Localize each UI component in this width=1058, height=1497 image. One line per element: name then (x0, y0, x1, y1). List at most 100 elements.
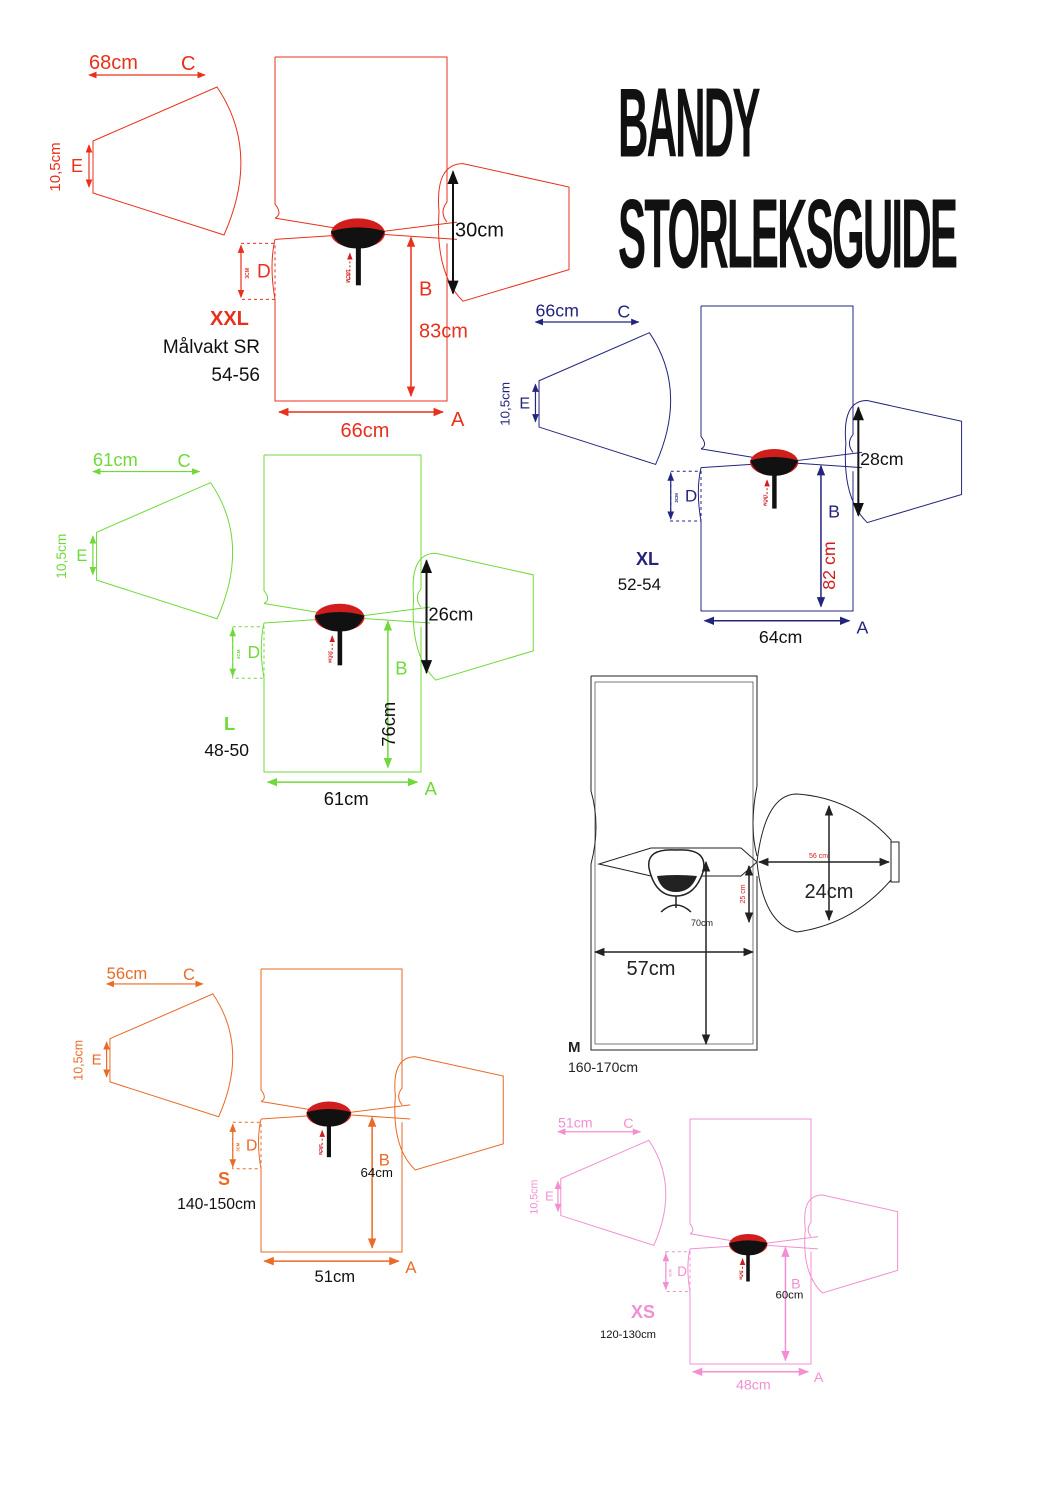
neck-slit-label: 18CM (763, 494, 768, 506)
length-b-value: 83cm (419, 320, 468, 342)
size-xl: 18CM 28cm E 10,5cm 66cm C D 3CM B 82 cm 64cm A XL 52-… (498, 301, 963, 647)
cuff-c-letter: C (183, 965, 195, 984)
cuff-c-value: 66cm (535, 301, 578, 321)
neck-slit (355, 247, 361, 286)
width-a-letter: A (451, 409, 465, 431)
cuff-e-value: 10,5cm (47, 142, 64, 191)
length-b-letter: B (379, 1150, 390, 1169)
cuff-e-letter: E (519, 394, 530, 412)
collar-opening (314, 611, 365, 632)
size-range: 120-130cm (600, 1329, 656, 1341)
sleeve-outline (412, 552, 534, 681)
size-label: XS (631, 1302, 655, 1322)
cuff-c-value: 61cm (93, 449, 138, 470)
sleeve-width-label: 28cm (860, 449, 903, 469)
m-sleeve-width-label: 24cm (805, 881, 854, 903)
m-size-label: M (568, 1039, 581, 1056)
m-neck-label: 70cm (691, 918, 713, 928)
sleeve-outline (394, 1056, 504, 1171)
length-b-letter: B (395, 658, 407, 679)
cuff-e-letter: E (92, 1051, 102, 1068)
armhole-d-small: 3CM (236, 649, 241, 659)
cuff-c-letter: C (617, 302, 630, 322)
m-inner-seam (594, 681, 754, 1045)
neck-slit (746, 1254, 750, 1282)
width-a-value: 51cm (315, 1267, 356, 1286)
armhole-d-small: 3CM (245, 268, 251, 279)
cuff-outline (96, 481, 234, 620)
size-label: S (218, 1169, 230, 1189)
front-panel-outline (260, 622, 422, 773)
back-panel-outline (260, 968, 403, 1106)
back-panel-outline (700, 305, 854, 453)
front-panel-outline (258, 1118, 403, 1253)
collar-opening (306, 1109, 352, 1127)
cuff-outline (92, 86, 242, 236)
size-range: Målvakt SR (163, 337, 260, 358)
back-panel-outline (274, 56, 448, 223)
width-a-value: 64cm (759, 627, 802, 647)
length-b-value: 64cm (361, 1165, 393, 1180)
cuff-e-letter: E (76, 546, 87, 565)
length-b-letter: B (419, 278, 432, 300)
size-label: XXL (210, 308, 249, 330)
collar-opening (330, 227, 385, 249)
back-panel-outline (263, 454, 422, 608)
length-b-value: 82 cm (819, 541, 839, 589)
width-a-value: 66cm (341, 420, 390, 442)
cuff-e-value: 10,5cm (54, 534, 69, 579)
width-a-value: 48cm (736, 1378, 771, 1394)
size-range: 52-54 (618, 575, 661, 594)
neck-slit-label: 18CM (328, 651, 333, 663)
armhole-d-small: 3CM (674, 493, 679, 503)
m-laces (660, 896, 692, 913)
length-b-value: 76cm (378, 702, 399, 747)
width-a-letter: A (857, 617, 869, 637)
sleeve-width-label: 26cm (428, 603, 473, 624)
size-range-2: 54-56 (211, 365, 260, 386)
front-panel-outline (687, 1248, 812, 1365)
neck-slit-label: 18CM (344, 269, 350, 282)
back-panel-outline (689, 1118, 812, 1237)
m-sleeve-cuff (890, 841, 900, 883)
width-a-letter: A (814, 1370, 824, 1386)
size-label: L (224, 713, 235, 734)
cuff-e-letter: E (545, 1189, 554, 1204)
armhole-d-letter: D (247, 642, 260, 662)
cuff-c-value: 51cm (558, 1116, 593, 1132)
sleeve-outline (844, 400, 963, 524)
neck-slit (337, 630, 343, 666)
width-a-letter: A (405, 1258, 417, 1277)
cuff-c-letter: C (181, 53, 195, 75)
cuff-c-letter: C (623, 1116, 633, 1132)
front-panel-outline (271, 239, 448, 402)
cuff-c-value: 68cm (89, 52, 138, 74)
cuff-outline (538, 332, 672, 466)
length-b-letter: B (828, 501, 840, 521)
m-collar-opening (657, 875, 697, 892)
size-range: 140-150cm (177, 1196, 256, 1213)
front-panel-outline (697, 467, 854, 612)
collar-opening (750, 456, 799, 476)
m-sleeve-length-label: 56 cm (809, 853, 828, 860)
m-armhole-label: 25 cm (740, 884, 747, 903)
neck-slit-label: 18CM (739, 1270, 743, 1280)
cuff-e-value: 10,5cm (498, 382, 513, 426)
armhole-d-letter: D (685, 486, 697, 505)
armhole-d-small: 3CM (235, 1142, 240, 1151)
armhole-d-letter: D (677, 1264, 687, 1279)
neck-slit (772, 474, 777, 509)
cuff-e-value: 10,5cm (72, 1040, 86, 1081)
m-width-label: 57cm (627, 958, 676, 980)
width-a-letter: A (425, 778, 438, 799)
neck-slit (326, 1125, 331, 1158)
size-label: XL (636, 549, 659, 569)
armhole-d-small: 3CM (669, 1269, 673, 1277)
sleeve-width-label: 30cm (455, 220, 504, 242)
size-range: 48-50 (204, 740, 249, 760)
